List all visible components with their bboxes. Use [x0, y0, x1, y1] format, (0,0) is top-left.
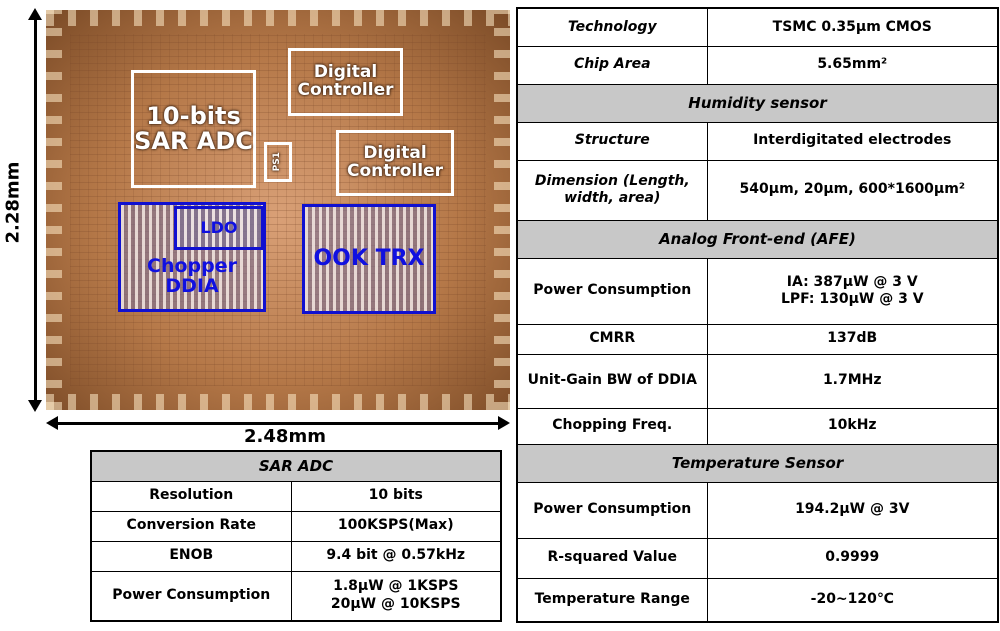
arrow-right-icon	[498, 416, 510, 430]
cell-label: Power Consumption	[516, 481, 708, 539]
cell-label: Power Consumption	[90, 570, 292, 622]
cell-value: 137dB	[706, 323, 999, 355]
block-ldo: LDO	[174, 206, 264, 250]
table-row: Conversion Rate 100KSPS(Max)	[90, 510, 502, 542]
table-row: Temperature Range -20~120℃	[516, 577, 999, 623]
cell-value: 0.9999	[706, 537, 999, 579]
cell-value: 9.4 bit @ 0.57kHz	[290, 540, 502, 572]
cell-value: 540μm, 20μm, 600*1600μm²	[706, 159, 999, 221]
table-row: R-squared Value 0.9999	[516, 537, 999, 579]
cell-value: 194.2μW @ 3V	[706, 481, 999, 539]
table-row: Power Consumption 1.8μW @ 1KSPS 20μW @ 1…	[90, 570, 502, 622]
cell-label: Technology	[516, 7, 708, 47]
block-ps1: PS1	[264, 142, 292, 182]
arrow-left-icon	[46, 416, 58, 430]
cell-value: 1.8μW @ 1KSPS 20μW @ 10KSPS	[290, 570, 502, 622]
height-label: 2.28mm	[2, 161, 24, 244]
table-row: Dimension (Length, width, area) 540μm, 2…	[516, 159, 999, 221]
cell-value: -20~120℃	[706, 577, 999, 623]
sar-adc-header: SAR ADC	[90, 450, 502, 482]
value-line-2: LPF: 130μW @ 3 V	[780, 291, 924, 307]
table-row: Power Consumption 194.2μW @ 3V	[516, 481, 999, 539]
height-dimension-line	[34, 14, 37, 406]
arrow-up-icon	[28, 8, 42, 20]
cell-value: Interdigitated electrodes	[706, 121, 999, 161]
afe-header: Analog Front-end (AFE)	[516, 219, 999, 259]
block-digital-controller-1: Digital Controller	[288, 48, 403, 116]
cell-label: Structure	[516, 121, 708, 161]
block-sar-adc: 10-bits SAR ADC	[131, 70, 256, 188]
cell-label: ENOB	[90, 540, 292, 572]
ps1-label: PS1	[272, 152, 283, 172]
block-digital-controller-2: Digital Controller	[336, 130, 454, 196]
table-row: Technology TSMC 0.35μm CMOS	[516, 7, 999, 47]
cell-label: Power Consumption	[516, 257, 708, 325]
cell-value: 10 bits	[290, 480, 502, 512]
cell-value: 1.7MHz	[706, 353, 999, 409]
cell-label: Chip Area	[516, 45, 708, 85]
width-dimension-line	[54, 422, 502, 425]
humidity-sensor-header: Humidity sensor	[516, 83, 999, 123]
arrow-down-icon	[28, 400, 42, 412]
cell-label: Resolution	[90, 480, 292, 512]
cell-label: Unit-Gain BW of DDIA	[516, 353, 708, 409]
table-row: Chopping Freq. 10kHz	[516, 407, 999, 445]
cell-value: 100KSPS(Max)	[290, 510, 502, 542]
cell-label: Conversion Rate	[90, 510, 292, 542]
cell-label: R-squared Value	[516, 537, 708, 579]
table-row: Chip Area 5.65mm²	[516, 45, 999, 85]
sar-adc-table: SAR ADC Resolution 10 bits Conversion Ra…	[90, 450, 503, 622]
table-row: ENOB 9.4 bit @ 0.57kHz	[90, 540, 502, 572]
chip-die-photo: 10-bits SAR ADC Digital Controller PS1 D…	[46, 10, 510, 410]
width-label: 2.48mm	[244, 426, 326, 447]
cell-value: TSMC 0.35μm CMOS	[706, 7, 999, 47]
block-ook-trx: OOK TRX	[302, 204, 436, 314]
table-row: Power Consumption IA: 387μW @ 3 V LPF: 1…	[516, 257, 999, 325]
table-row: Resolution 10 bits	[90, 480, 502, 512]
block-chopper-ddia: Chopper DDIA	[118, 202, 266, 312]
cell-value: 10kHz	[706, 407, 999, 445]
cell-value: 5.65mm²	[706, 45, 999, 85]
cell-label: Dimension (Length, width, area)	[516, 159, 708, 221]
spec-table: Technology TSMC 0.35μm CMOS Chip Area 5.…	[516, 7, 999, 623]
table-row: CMRR 137dB	[516, 323, 999, 355]
value-line-1: 1.8μW @ 1KSPS	[333, 578, 459, 595]
value-line-1: IA: 387μW @ 3 V	[786, 273, 918, 290]
table-row: Structure Interdigitated electrodes	[516, 121, 999, 161]
cell-value: IA: 387μW @ 3 V LPF: 130μW @ 3 V	[706, 257, 999, 325]
cell-label: Chopping Freq.	[516, 407, 708, 445]
value-line-2: 20μW @ 10KSPS	[330, 595, 461, 612]
cell-label: Temperature Range	[516, 577, 708, 623]
cell-label: CMRR	[516, 323, 708, 355]
table-row: Unit-Gain BW of DDIA 1.7MHz	[516, 353, 999, 409]
temperature-sensor-header: Temperature Sensor	[516, 443, 999, 483]
